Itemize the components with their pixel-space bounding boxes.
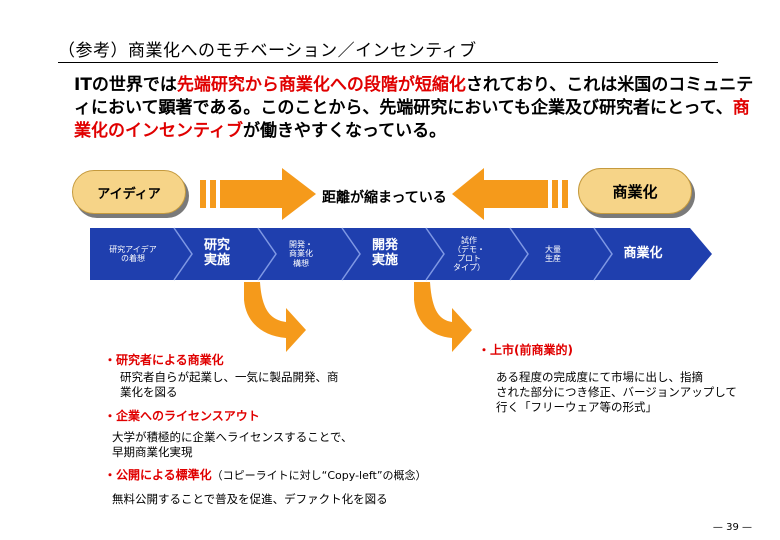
- bullet-standard-body: 無料公開することで普及を促進、デファクト化を図る: [112, 492, 388, 506]
- bullet-researcher-head: ・研究者による商業化: [104, 353, 224, 367]
- page-title: （参考）商業化へのモチベーション／インセンティブ: [58, 41, 477, 61]
- left-pointing-arrow: [452, 168, 568, 220]
- lead-part-3: されており、これは米国のコミュニティにおいて顕著である。このことから、先端研究に…: [74, 75, 754, 118]
- lead-highlight-1: 先端研究から商業化への段階が短縮化: [176, 75, 466, 95]
- stage-label-7: 商業化: [623, 245, 663, 261]
- stage-label-4: 開発 実施: [371, 238, 398, 268]
- curved-arrow-left: [244, 282, 306, 352]
- page-number: — 39 —: [712, 522, 752, 533]
- lead-paragraph: ITの世界では先端研究から商業化への段階が短縮化されており、これは米国のコミュニ…: [74, 74, 764, 143]
- bullet-license-body: 大学が積極的に企業へライセンスすることで、 早期商業化実現: [112, 430, 353, 459]
- lead-highlight-2: 商業化のインセンティブ: [74, 98, 750, 141]
- bullet-market-head: ・上市(前商業的): [478, 343, 573, 357]
- bullet-market-body: ある程度の完成度にて市場に出し、指摘 された部分につき修正、バージョンアップして…: [496, 370, 737, 414]
- stage-label-2: 研究 実施: [203, 238, 230, 268]
- commercialization-oval: 商業化: [578, 168, 692, 214]
- title-divider: [58, 62, 718, 63]
- right-pointing-arrow: [200, 168, 316, 220]
- bullet-standard-head-red: ・公開による標準化: [104, 468, 212, 482]
- lead-part-1: ITの世界では: [74, 75, 177, 95]
- idea-oval: アイディア: [72, 170, 186, 214]
- bullet-researcher-body: 研究者自らが起業し、一気に製品開発、商 業化を図る: [120, 370, 339, 399]
- stage-label-1: 研究アイデア の着想: [109, 244, 157, 263]
- lead-part-5: が働きやすくなっている。: [242, 121, 447, 141]
- stage-label-3: 開発・ 商業化 構想: [289, 240, 313, 268]
- bullet-standard-head: ・公開による標準化（コピーライトに対し“Copy-left”の概念）: [104, 466, 427, 483]
- stage-label-5: 試作 （デモ・ プロト タイプ）: [453, 235, 485, 273]
- stage-label-6: 大量 生産: [545, 244, 561, 263]
- distance-label: 距離が縮まっている: [322, 190, 447, 206]
- bullet-standard-head-note: （コピーライトに対し“Copy-left”の概念）: [211, 469, 427, 482]
- bullet-license-head: ・企業へのライセンスアウト: [104, 409, 260, 423]
- curved-arrow-right: [414, 282, 472, 352]
